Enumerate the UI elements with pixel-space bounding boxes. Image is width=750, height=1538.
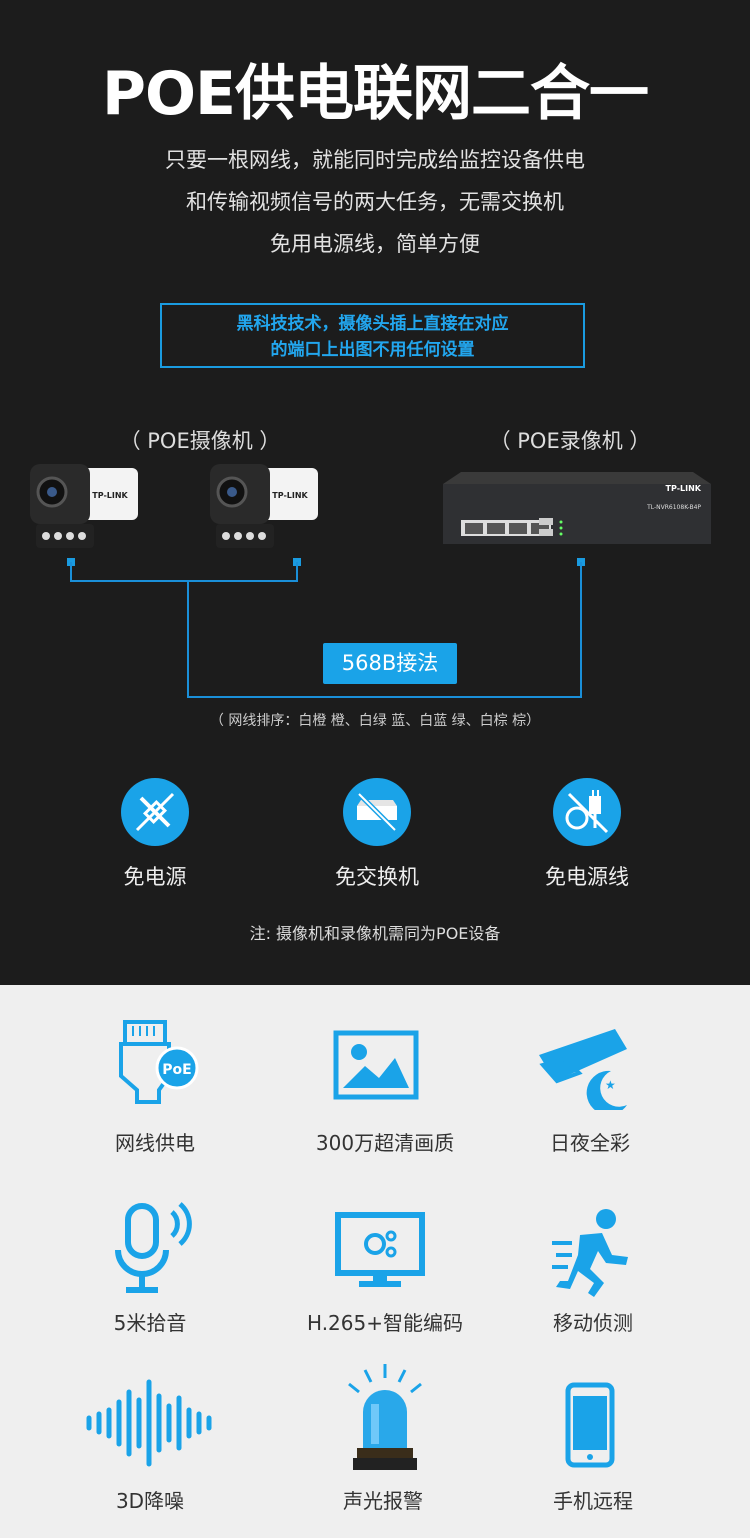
running-person-icon xyxy=(552,1209,628,1297)
cable-line xyxy=(187,696,582,698)
alarm-light-icon xyxy=(348,1364,422,1470)
cable-line xyxy=(296,562,298,582)
svg-text:★: ★ xyxy=(605,1078,616,1092)
microphone-icon xyxy=(115,1202,192,1293)
subtitle-line: 免用电源线，简单方便 xyxy=(270,232,480,256)
smartphone-icon xyxy=(565,1382,615,1468)
cable-line xyxy=(70,562,72,582)
cable-line xyxy=(580,562,582,698)
no-power-cable-icon xyxy=(553,778,621,846)
nvr-image: TP-LINK TL-NVR6108K-B4P xyxy=(443,472,711,544)
wiring-standard-badge: 568B接法 xyxy=(323,643,457,684)
feature-label: H.265+智能编码 xyxy=(307,1311,463,1335)
no-power-icon xyxy=(121,778,189,846)
feature-label: 移动侦测 xyxy=(553,1311,633,1335)
nvr-label: （ POE录像机 ） xyxy=(489,429,651,453)
poe-badge: PoE xyxy=(162,1062,191,1078)
no-switch-icon xyxy=(343,778,411,846)
camera-brand: TP-LINK xyxy=(92,491,128,500)
feature-label: 声光报警 xyxy=(343,1489,423,1513)
camera-image: TP-LINK xyxy=(30,464,138,548)
monitor-icon xyxy=(335,1212,425,1287)
feature-label: 网线供电 xyxy=(115,1131,195,1155)
cable-line xyxy=(187,580,189,698)
subtitle-line: 和传输视频信号的两大任务，无需交换机 xyxy=(186,190,564,214)
nvr-model: TL-NVR6108K-B4P xyxy=(647,504,701,511)
benefit-label: 免交换机 xyxy=(335,865,419,889)
page-title: POE供电联网二合一 xyxy=(102,59,649,129)
highlight-box: 黑科技技术，摄像头插上直接在对应 的端口上出图不用任何设置 xyxy=(160,303,585,368)
feature-label: 3D降噪 xyxy=(115,1489,185,1513)
feature-label: 300万超清画质 xyxy=(315,1131,455,1155)
nvr-brand: TP-LINK xyxy=(665,484,701,493)
highlight-line: 黑科技技术，摄像头插上直接在对应 xyxy=(236,314,509,334)
camera-label: （ POE摄像机 ） xyxy=(119,429,281,453)
feature-label: 手机远程 xyxy=(553,1489,633,1513)
benefit-label: 免电源 xyxy=(123,865,187,889)
cable-line xyxy=(70,580,298,582)
highlight-line: 的端口上出图不用任何设置 xyxy=(270,340,475,360)
subtitle-line: 只要一根网线，就能同时完成给监控设备供电 xyxy=(165,148,585,172)
note: 注: 摄像机和录像机需同为POE设备 xyxy=(249,924,501,943)
sound-wave-icon xyxy=(86,1379,212,1467)
image-icon xyxy=(333,1030,419,1100)
poe-cable-icon: PoE xyxy=(119,1020,199,1104)
wiring-sequence: （ 网线排序：白橙 橙、白绿 蓝、白蓝 绿、白棕 棕） xyxy=(209,713,541,729)
feature-label: 日夜全彩 xyxy=(550,1131,630,1155)
camera-night-icon: ★ xyxy=(539,1029,627,1110)
camera-image: TP-LINK xyxy=(210,464,318,548)
camera-brand: TP-LINK xyxy=(272,491,308,500)
benefit-label: 免电源线 xyxy=(545,865,629,889)
feature-label: 5米拾音 xyxy=(113,1311,187,1335)
